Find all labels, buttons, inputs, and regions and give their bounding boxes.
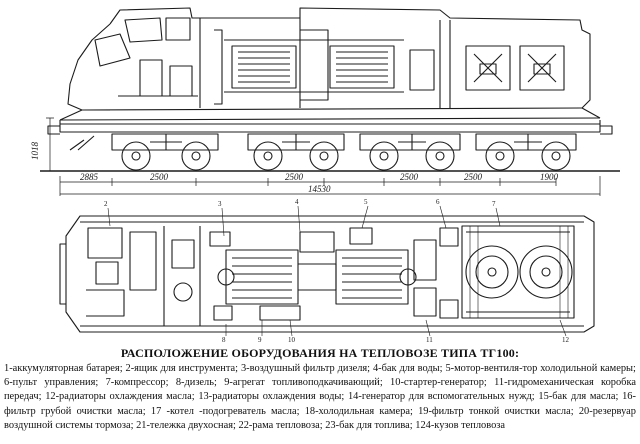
callout-9: 9	[258, 336, 262, 344]
callout-3: 3	[218, 200, 222, 208]
legend-item: 22-рама тепловоза	[238, 419, 320, 431]
legend-item: 15-бак для масла	[538, 391, 616, 403]
dim-2500-a: 2500	[150, 172, 169, 182]
legend-item: 13-радиаторы охлаждения воды	[198, 391, 342, 403]
callout-2: 2	[104, 200, 108, 208]
legend-item: 7-компрессор	[105, 377, 166, 389]
legend-item: 18-холодильная камера	[304, 405, 410, 417]
legend-item: 4-бак для воды	[372, 363, 440, 374]
legend-item: 124-кузов тепловоза	[415, 419, 505, 431]
callout-12: 12	[562, 336, 570, 344]
dim-height: 1018	[30, 142, 40, 161]
legend-item: 21-тележка двухосная	[136, 419, 233, 431]
dim-2500-b: 2500	[285, 172, 304, 182]
dim-1900: 1900	[540, 172, 559, 182]
locomotive-drawing: 2885 2500 2500 2500 2500 1900 14530 1018…	[30, 7, 620, 344]
legend-item: 14-генератор для вспомогательных нужд	[347, 391, 532, 403]
side-view	[40, 7, 620, 196]
figure-title: РАСПОЛОЖЕНИЕ ОБОРУДОВАНИЯ НА ТЕПЛОВОЗЕ Т…	[120, 346, 520, 360]
callout-11: 11	[426, 336, 433, 344]
legend-item: 3-воздушный фильтр дизеля	[240, 363, 368, 374]
legend-item: 12-радиаторы охлаждения масла	[45, 391, 192, 403]
legend-item: 5-мотор-вентиля-тор холодильной камеры	[445, 363, 634, 374]
legend-item: 2-ящик для инструмента	[125, 363, 236, 374]
legend-item: 20-резервуар воздушной системы тормоза	[4, 405, 636, 431]
callout-5: 5	[364, 198, 368, 206]
legend-item: 16-фильтр грубой очистки масла	[4, 391, 636, 417]
legend-item: 8-дизель	[175, 377, 214, 389]
legend-item: 1-аккумуляторная батарея	[4, 363, 120, 374]
dim-total: 14530	[308, 184, 331, 194]
callout-4: 4	[295, 198, 299, 206]
callout-6: 6	[436, 198, 440, 206]
callout-8: 8	[222, 336, 226, 344]
front-bogie	[111, 133, 345, 171]
legend-item: 23-бак для топлива	[325, 419, 410, 431]
dim-2500-d: 2500	[464, 172, 483, 182]
legend-item: 11-гидромеханическая коробка передач	[4, 377, 636, 403]
callout-10: 10	[288, 336, 296, 344]
legend: 1-аккумуляторная батарея; 2-ящик для инс…	[4, 363, 636, 431]
callout-7: 7	[492, 200, 496, 208]
dim-2500-c: 2500	[400, 172, 419, 182]
dim-2885: 2885	[80, 172, 99, 182]
legend-item: 17 -котел -подогреватель масла	[150, 405, 297, 417]
callout-leaders	[107, 205, 567, 337]
legend-item: 19-фильтр тонкой очистки масла	[418, 405, 571, 417]
rear-bogie	[359, 133, 577, 171]
plan-view	[59, 215, 595, 333]
legend-item: 6-пульт управления	[4, 377, 96, 389]
legend-item: 10-стартер-генератор	[390, 377, 484, 389]
caption: РАСПОЛОЖЕНИЕ ОБОРУДОВАНИЯ НА ТЕПЛОВОЗЕ Т…	[0, 346, 640, 444]
legend-item: 9-агрегат топливоподкачивающий	[224, 377, 380, 389]
